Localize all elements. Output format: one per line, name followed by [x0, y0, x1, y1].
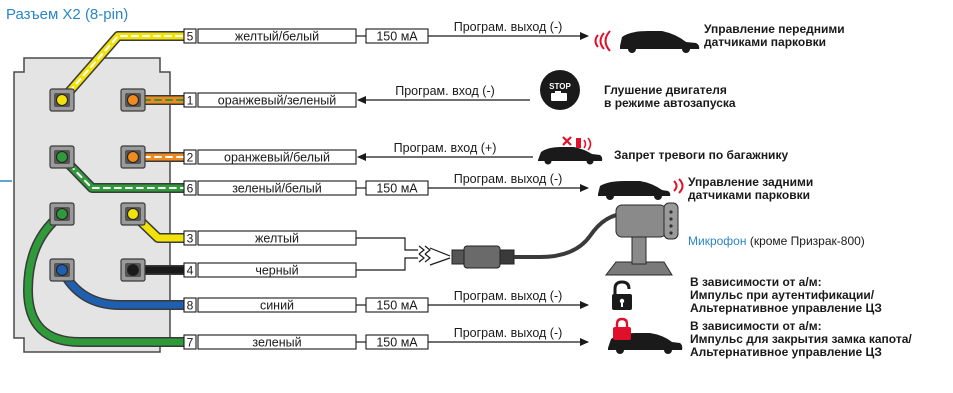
pin-number: 5 [187, 30, 194, 44]
wire-label: зеленый/белый [232, 182, 322, 196]
signal-label: Програм. выход (-) [454, 20, 563, 34]
pin-row-6: 6 зеленый/белый 150 мА Програм. выход (-) [183, 172, 589, 196]
description-pin-7-line-1: В зависимости от а/м: [690, 319, 822, 333]
socket-r3-c1 [49, 202, 75, 226]
stop-label: STOP [549, 82, 571, 91]
description-pin-6-line-2: датчиками парковки [688, 188, 810, 202]
microphone-icon [604, 202, 679, 276]
pin-row-1: 1 оранжевый/зеленый Програм. вход (-) [183, 84, 530, 108]
description-pin-8-line-3: Альтернативное управление ЦЗ [690, 301, 882, 315]
wire-label: оранжевый/зеленый [218, 94, 336, 108]
unlock-icon [612, 280, 632, 310]
pin-rows: 5 желтый/белый 150 мА Програм. выход (-) 1 ор… [183, 20, 589, 350]
pin-row-7: 7 зеленый 150 мА Програм. выход (-) [183, 326, 589, 350]
description-pin-5-line-2: датчиками парковки [704, 35, 826, 49]
signal-label: Програм. вход (+) [394, 141, 497, 155]
pin-row-3: 3 желтый [183, 230, 431, 255]
pin-number: 2 [187, 151, 194, 165]
description-pin-8-line-1: В зависимости от а/м: [690, 275, 822, 289]
fuse-rating: 150 мА [376, 30, 418, 44]
fuse-rating: 150 мА [376, 299, 418, 313]
socket-r4-c1 [49, 258, 75, 282]
wire-label: синий [260, 299, 294, 313]
connector-title: Разъем X2 (8-pin) [6, 6, 128, 23]
fuse-rating: 150 мА [376, 336, 418, 350]
car-parking-front-icon [594, 30, 700, 53]
pin-number: 8 [187, 299, 194, 313]
signal-label: Програм. вход (-) [395, 84, 495, 98]
socket-r3-c2 [120, 202, 146, 226]
mic-note: (кроме Призрак-800) [746, 234, 864, 248]
wire-label: желтый [255, 232, 299, 246]
signal-label: Програм. выход (-) [454, 326, 563, 340]
description-pin-1-line-1: Глушение двигателя [604, 83, 727, 97]
socket-r2-c1 [49, 145, 75, 169]
socket-r2-c2 [120, 145, 146, 169]
pin-number: 7 [187, 336, 194, 350]
mic-caption: Микрофон (кроме Призрак-800) [688, 234, 865, 248]
mic-name: Микрофон [688, 234, 746, 248]
stop-engine-icon: STOP [540, 70, 580, 110]
pin-row-2: 2 оранжевый/белый Програм. вход (+) [183, 141, 533, 165]
trunk-alarm-icon [538, 136, 603, 165]
description-pin-5-line-1: Управление передними [704, 22, 845, 36]
fuse-rating: 150 мА [376, 182, 418, 196]
car-parking-rear-icon [598, 178, 684, 200]
pin-number: 6 [187, 182, 194, 196]
microphone-plug [429, 212, 626, 269]
socket-r1-c2 [120, 88, 146, 112]
pin-row-5: 5 желтый/белый 150 мА Програм. выход (-) [183, 20, 589, 44]
description-pin-2-line-1: Запрет тревоги по багажнику [614, 148, 788, 162]
car-lock-icon [608, 317, 683, 354]
description-pin-1-line-2: в режиме автозапуска [604, 96, 736, 110]
description-pin-8-line-2: Импульс при аутентификации/ [690, 288, 875, 302]
signal-label: Програм. выход (-) [454, 172, 563, 186]
socket-r1-c1 [49, 88, 75, 112]
description-pin-7-line-2: Импульс для закрытия замка капота/ [690, 332, 912, 346]
wire-label: желтый/белый [235, 30, 319, 44]
socket-grid [49, 88, 146, 282]
wire-label: черный [255, 264, 298, 278]
description-pin-7-line-3: Альтернативное управление ЦЗ [690, 345, 882, 359]
pin-number: 3 [187, 232, 194, 246]
wire-label: зеленый [252, 336, 301, 350]
pin-number: 4 [187, 264, 194, 278]
socket-r4-c2 [120, 258, 146, 282]
pin-number: 1 [187, 94, 194, 108]
wire-label: оранжевый/белый [224, 151, 330, 165]
description-pin-6-line-1: Управление задними [688, 175, 813, 189]
signal-label: Програм. выход (-) [454, 289, 563, 303]
pin-row-8: 8 синий 150 мА Програм. выход (-) [183, 289, 589, 313]
pin-row-4: 4 черный [183, 253, 431, 278]
